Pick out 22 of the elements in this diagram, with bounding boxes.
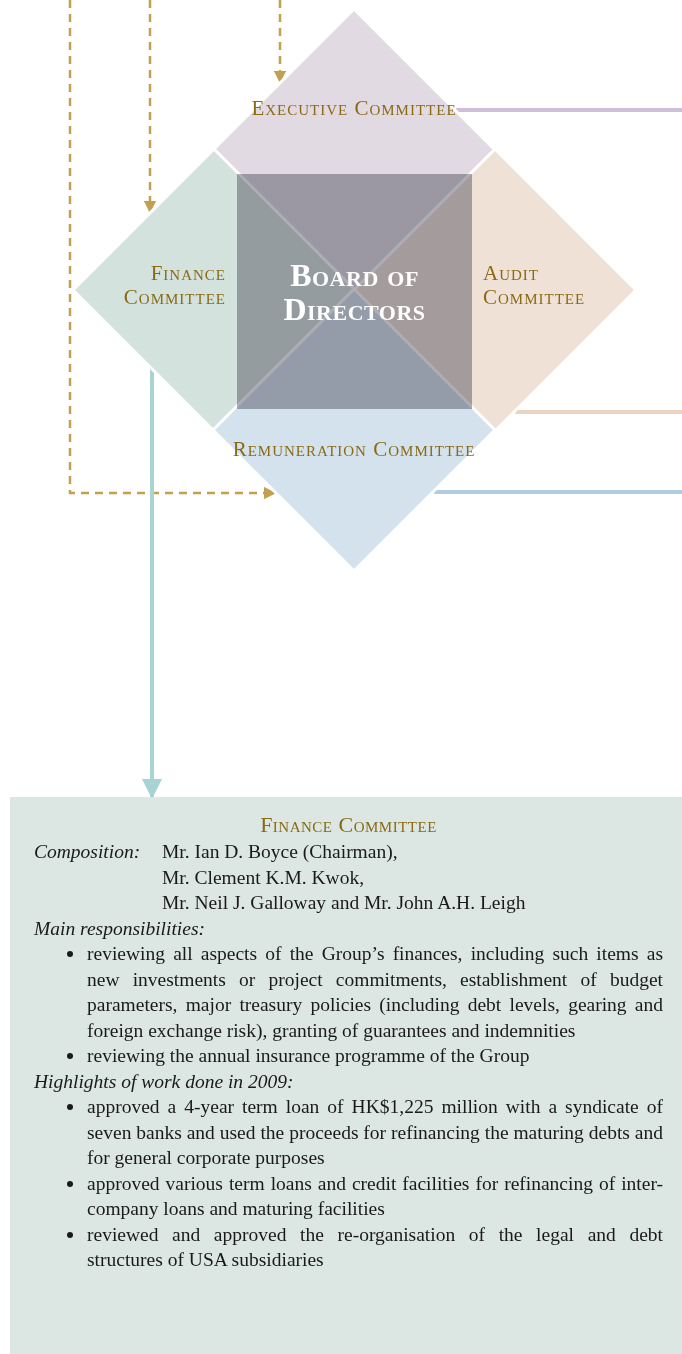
- committee-name: Executive Committee: [250, 96, 458, 120]
- member-name: Mr. Ian D. Boyce (Chairman),: [162, 840, 399, 864]
- member-name: Mr. Neil J. Galloway and Mr. John A.H. Leigh: [162, 891, 526, 915]
- panel-heading: Finance Committee: [259, 811, 438, 839]
- bullet-text: reviewed and approved the re-organisation of the legal and debt structures of USA subsidiaries: [87, 1222, 663, 1272]
- committee-name: Remuneration Committee: [231, 437, 477, 461]
- board-square: [237, 174, 472, 409]
- dashed-arrow: [273, 0, 287, 84]
- bullet-text: reviewing the annual insurance programme of the Group: [87, 1044, 531, 1068]
- dashed-arrow: [143, 0, 157, 214]
- committee-name: Audit Committee: [483, 261, 587, 309]
- dashed-arrow: [68, 0, 277, 500]
- field-label: Composition:: [34, 840, 142, 864]
- section-label: Main responsibilities:: [34, 916, 206, 941]
- info-panel: [10, 797, 682, 1354]
- member-name: Mr. Clement K.M. Kwok,: [162, 865, 366, 890]
- connector-line: [515, 410, 682, 414]
- connector-line: [434, 490, 682, 494]
- board-title: Board of Directors: [282, 257, 427, 326]
- committee-name: Finance Committee: [122, 261, 226, 309]
- section-label: Highlights of work done in 2009:: [34, 1069, 295, 1094]
- connector-line: [456, 108, 682, 112]
